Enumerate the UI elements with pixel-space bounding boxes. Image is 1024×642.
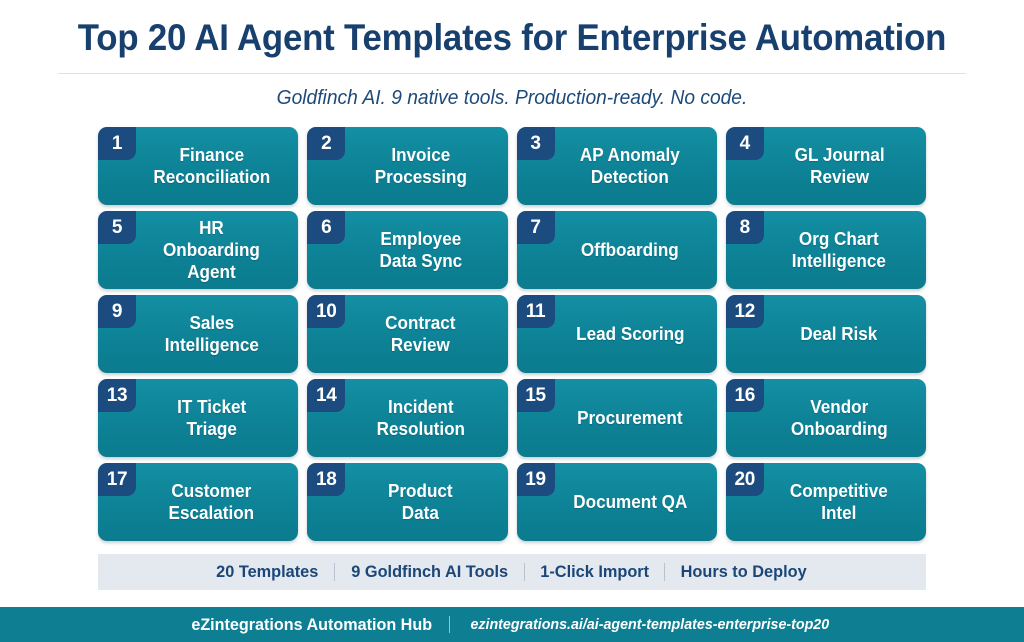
stats-separator	[333, 563, 335, 581]
card-number-badge: 10	[307, 295, 346, 328]
card-label: Invoice Processing	[374, 145, 467, 187]
stats-separator	[664, 563, 666, 581]
card-number-badge: 14	[307, 379, 346, 412]
template-card[interactable]: 13 IT Ticket Triage	[98, 379, 299, 457]
card-number-badge: 11	[516, 295, 555, 328]
card-number-badge: 4	[725, 127, 764, 160]
card-number-badge: 15	[516, 379, 555, 412]
card-label: GL Journal Review	[794, 145, 885, 187]
card-label: Contract Review	[385, 313, 456, 355]
card-number-badge: 19	[516, 463, 555, 496]
template-card[interactable]: 4 GL Journal Review	[725, 127, 926, 205]
card-label: Org Chart Intelligence	[792, 229, 887, 271]
template-card[interactable]: 5 HR Onboarding Agent	[98, 211, 299, 289]
stats-separator	[524, 563, 526, 581]
card-number-badge: 2	[307, 127, 346, 160]
footer-bar: eZintegrations Automation Hub ezintegrat…	[0, 607, 1024, 642]
stats-item: Hours to Deploy	[681, 562, 808, 581]
card-label: Competitive Intel	[790, 481, 889, 523]
footer-separator	[449, 616, 451, 633]
card-number-badge: 18	[307, 463, 346, 496]
card-label: Offboarding	[580, 240, 679, 260]
card-label: Procurement	[577, 408, 683, 428]
card-label: Vendor Onboarding	[790, 397, 888, 439]
card-number-badge: 3	[516, 127, 555, 160]
card-number-badge: 5	[98, 211, 136, 244]
header: Top 20 AI Agent Templates for Enterprise…	[0, 0, 1024, 111]
card-number-badge: 9	[98, 295, 136, 328]
card-label: Customer Escalation	[168, 481, 255, 523]
card-number-badge: 8	[725, 211, 764, 244]
card-label: HR Onboarding Agent	[162, 218, 260, 282]
page-subtitle: Goldfinch AI. 9 native tools. Production…	[276, 87, 748, 109]
card-label: Lead Scoring	[575, 324, 685, 344]
card-label: Employee Data Sync	[379, 229, 463, 271]
card-label: Product Data	[388, 481, 453, 523]
card-number-badge: 6	[307, 211, 346, 244]
page-title: Top 20 AI Agent Templates for Enterprise…	[77, 17, 947, 58]
card-label: Deal Risk	[800, 324, 878, 344]
card-label: IT Ticket Triage	[176, 397, 246, 439]
card-number-badge: 20	[725, 463, 764, 496]
card-label: Sales Intelligence	[164, 313, 259, 355]
template-card[interactable]: 3 AP Anomaly Detection	[516, 127, 717, 205]
card-number-badge: 16	[725, 379, 764, 412]
card-label: AP Anomaly Detection	[580, 145, 680, 187]
card-number-badge: 13	[98, 379, 136, 412]
card-number-badge: 1	[98, 127, 136, 160]
stats-item: 20 Templates	[216, 562, 319, 581]
title-divider	[58, 73, 966, 74]
card-number-badge: 17	[98, 463, 136, 496]
card-number-badge: 7	[516, 211, 555, 244]
card-label: Finance Reconciliation	[152, 145, 270, 187]
card-label: Document QA	[572, 492, 687, 512]
stats-bar: 20 Templates 9 Goldfinch AI Tools 1-Click …	[98, 554, 926, 590]
footer-brand: eZintegrations Automation Hub	[191, 614, 433, 634]
stats-item: 1-Click Import	[540, 562, 650, 581]
card-label: Incident Resolution	[376, 397, 465, 439]
stats-item: 9 Goldfinch AI Tools	[350, 562, 508, 581]
card-number-badge: 12	[725, 295, 764, 328]
footer-url[interactable]: ezintegrations.ai/ai-agent-templates-ent…	[470, 615, 830, 633]
